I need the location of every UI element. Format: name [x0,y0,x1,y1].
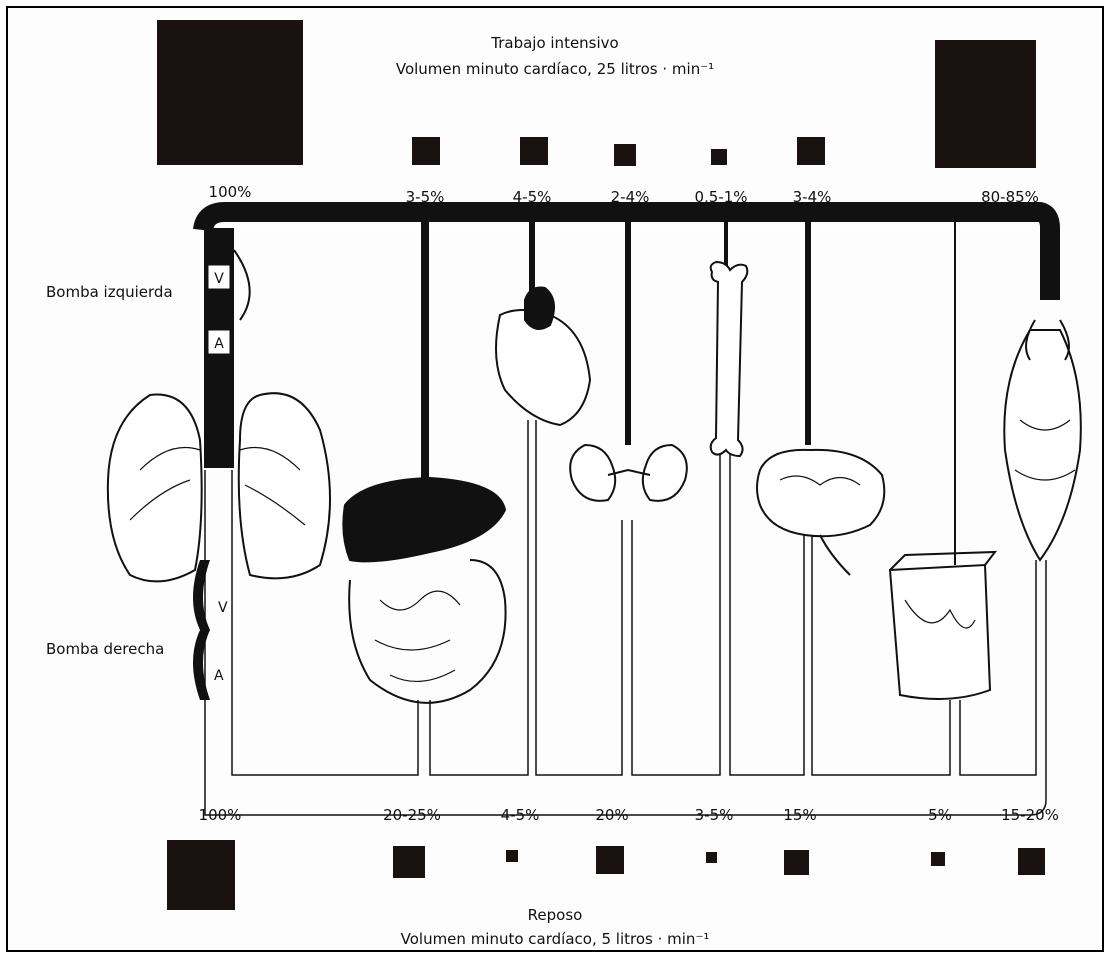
heart-illustration [496,288,590,426]
top-square-digestive [412,137,440,165]
right-ventricle-letter: V [218,600,228,616]
kidneys-illustration [570,445,687,501]
skin-illustration [890,552,995,699]
top-square-heart-muscle [520,137,548,165]
bone-illustration [711,262,748,456]
right-atrium-letter: A [214,668,224,684]
top-square-kidneys [614,144,636,166]
left-ventricle-letter: V [214,271,224,287]
top-square-heart-lungs [157,20,303,165]
muscle-illustration [1004,320,1081,560]
top-square-bone [711,149,727,165]
bottom-square-muscle [1018,848,1045,875]
left-atrium-letter: A [214,336,224,352]
bottom-square-digestive [393,846,425,878]
bottom-square-bone [706,852,717,863]
digestive-illustration [343,478,505,703]
bottom-square-kidneys [596,846,624,874]
bottom-square-brain [784,850,809,875]
brain-illustration [757,450,884,575]
bottom-square-heart-muscle [506,850,518,862]
right-pump [193,560,210,700]
top-square-muscle [935,40,1036,168]
top-square-brain [797,137,825,165]
bottom-square-skin [931,852,945,866]
bottom-square-heart-lungs [167,840,235,910]
